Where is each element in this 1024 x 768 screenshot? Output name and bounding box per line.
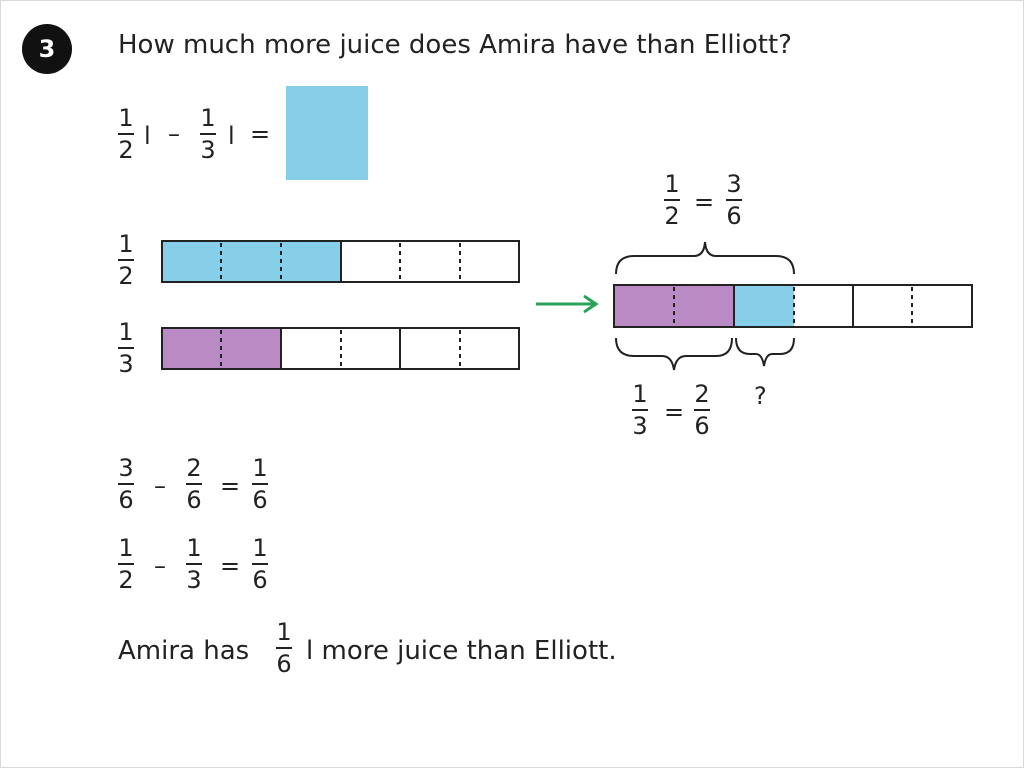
eq-unit-2: l [228, 122, 235, 150]
unknown-marker: ? [754, 382, 767, 410]
bottom-brace-right [735, 337, 795, 367]
work1-equals: = [220, 472, 241, 500]
bottom-label-equals: = [664, 398, 685, 426]
bottom-brace-left [615, 337, 733, 371]
answer-suffix: l more juice than Elliott. [306, 636, 617, 666]
work2-equals: = [220, 552, 241, 580]
answer-box[interactable] [286, 86, 368, 180]
question-text: How much more juice does Amira have than… [118, 30, 792, 60]
eq-unit-1: l [144, 122, 151, 150]
work1-minus: – [154, 472, 166, 500]
top-brace [615, 241, 795, 275]
arrow-right-icon [536, 294, 599, 314]
eq-equals: = [250, 120, 271, 148]
combined-bar-outline [613, 284, 973, 328]
eq-minus: – [168, 120, 180, 148]
question-number-badge: 3 [22, 24, 72, 74]
top-label-equals: = [694, 188, 715, 216]
combined-bar-blue [734, 285, 794, 327]
half-bar-shaded [162, 241, 341, 282]
third-bar-outline [161, 327, 520, 370]
answer-prefix: Amira has [118, 636, 250, 666]
work2-minus: – [154, 552, 166, 580]
